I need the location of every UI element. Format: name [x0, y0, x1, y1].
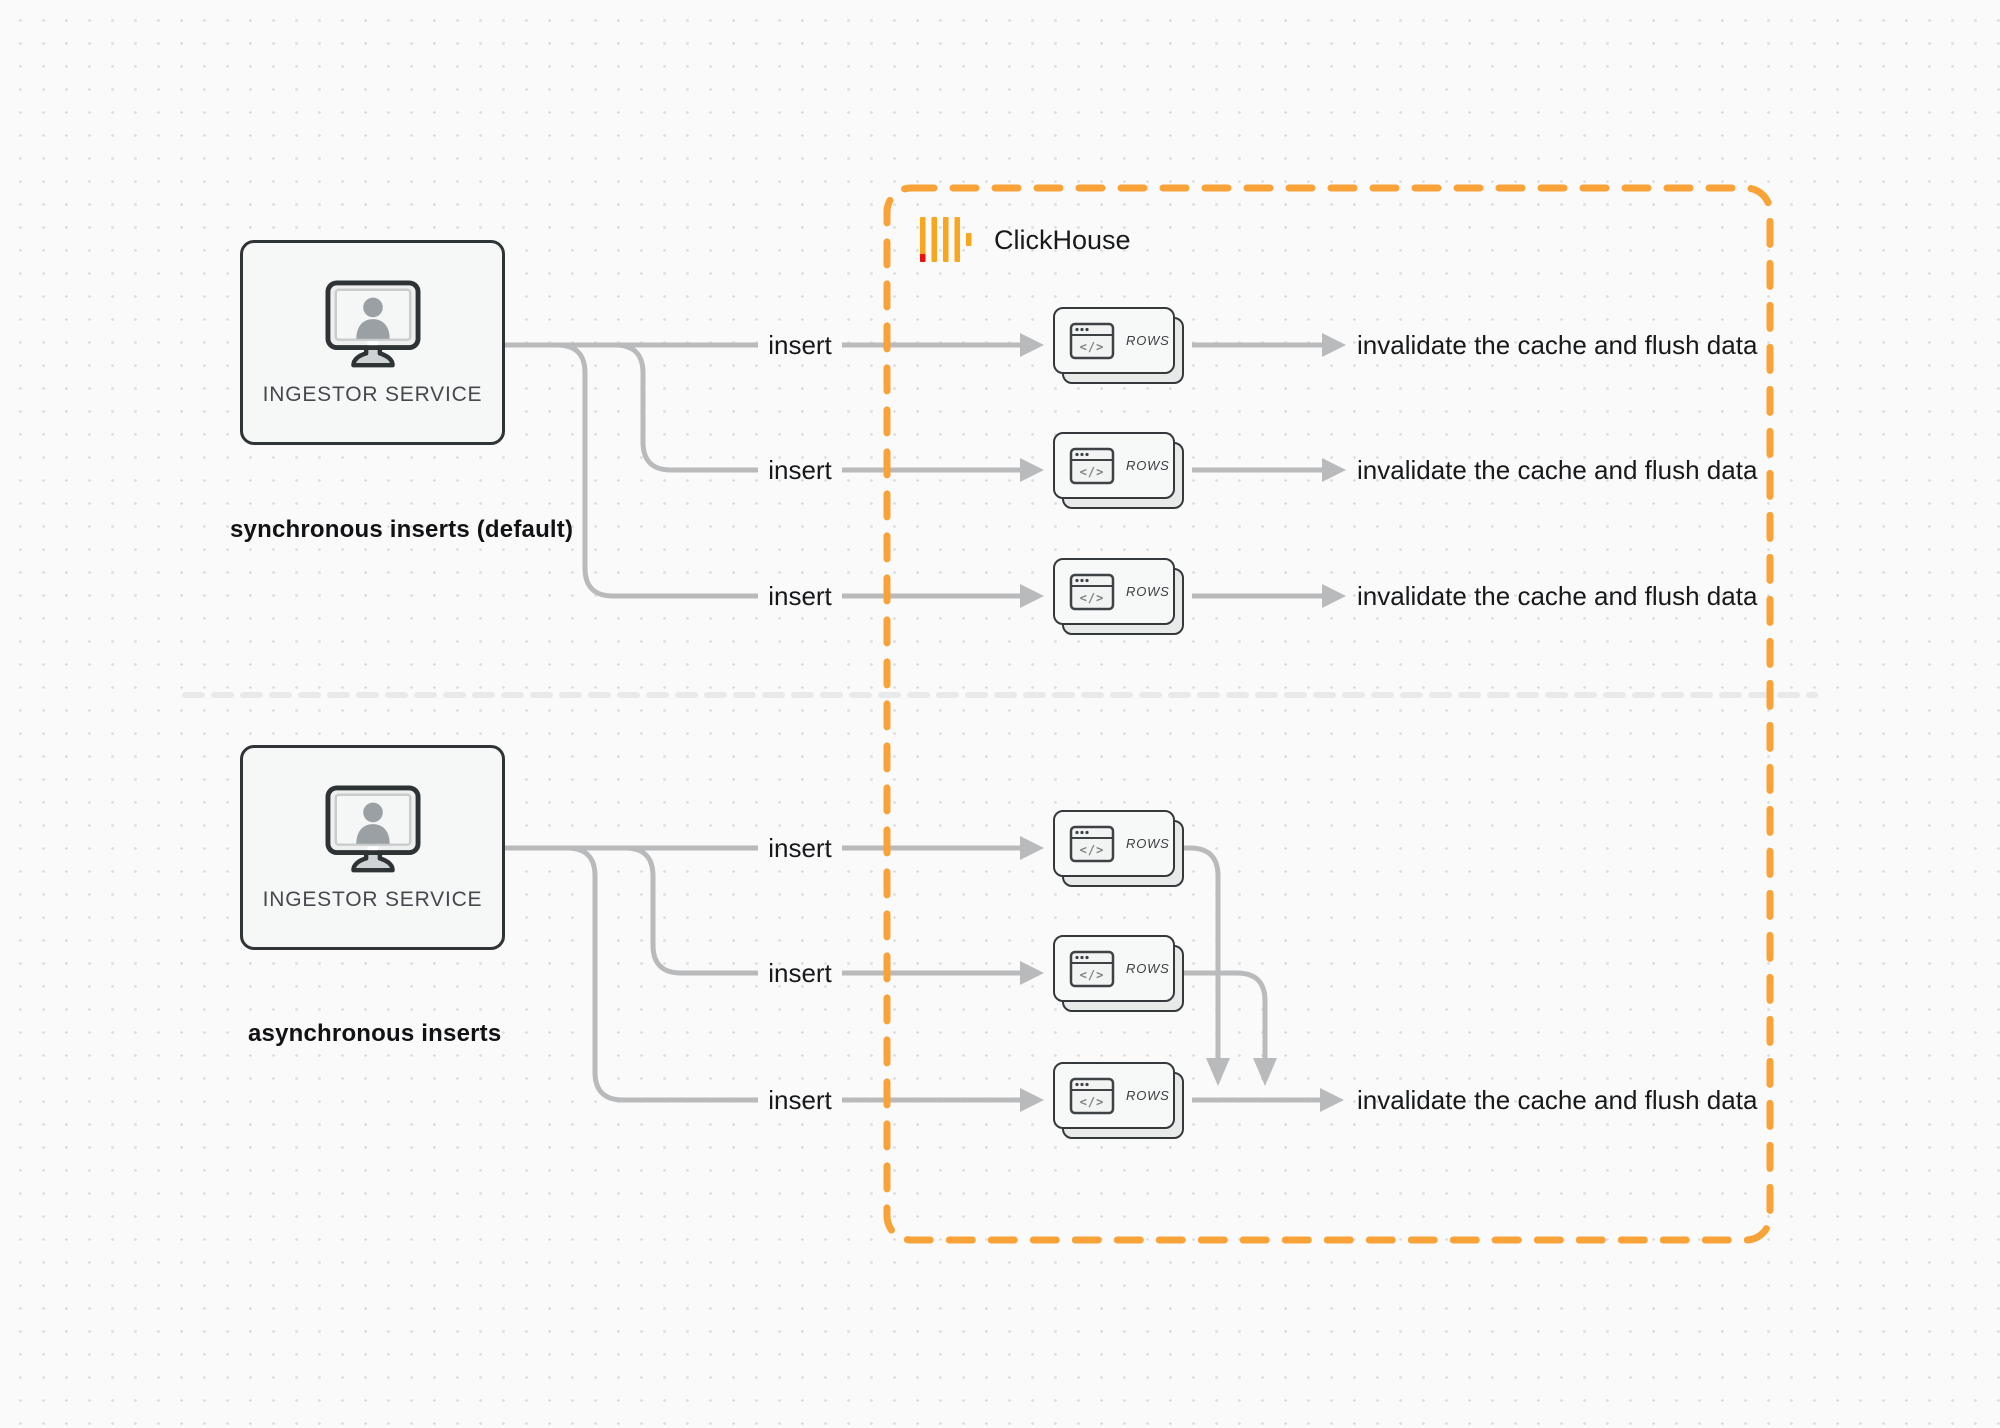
arrowhead-right — [1020, 458, 1044, 482]
svg-text:</>: </> — [1080, 340, 1105, 354]
rows-buffer-card: </> ROWS — [1053, 432, 1184, 509]
rows-buffer-card: </> ROWS — [1053, 935, 1184, 1012]
rows-buffer-card: </> ROWS — [1053, 558, 1184, 635]
ingestor-service-box-sync: INGESTOR SERVICE — [240, 240, 505, 445]
async-branch-row2 — [624, 845, 758, 976]
arrowhead-right — [1020, 333, 1044, 357]
clickhouse-logo: ClickHouse — [918, 214, 1131, 266]
card-front: </> ROWS — [1053, 307, 1175, 374]
svg-text:</>: </> — [1080, 843, 1105, 857]
arrowhead-right — [1322, 333, 1346, 357]
rows-buffer-card: </> ROWS — [1053, 810, 1184, 887]
clickhouse-bars-icon — [920, 217, 972, 262]
clickhouse-title: ClickHouse — [994, 224, 1131, 255]
arrowhead-right — [1320, 1088, 1344, 1112]
browser-window-icon: </> — [1069, 1077, 1115, 1114]
monitor-user-icon — [325, 279, 420, 367]
rows-buffer-card: </> ROWS — [1053, 1062, 1184, 1139]
result-label: invalidate the cache and flush data — [1357, 455, 1758, 485]
browser-window-icon: </> — [1069, 322, 1115, 359]
rows-label: ROWS — [1126, 961, 1170, 976]
svg-text:</>: </> — [1080, 1095, 1105, 1109]
monitor-user-icon — [325, 784, 420, 872]
clickhouse-boundary-box — [883, 184, 1774, 1244]
arrowhead-right — [1020, 836, 1044, 860]
svg-text:</>: </> — [1080, 591, 1105, 605]
async-section-caption: asynchronous inserts — [248, 1020, 502, 1047]
result-label: invalidate the cache and flush data — [1357, 330, 1758, 360]
rows-label: ROWS — [1126, 333, 1170, 348]
browser-window-icon: </> — [1069, 950, 1115, 987]
card-front: </> ROWS — [1053, 432, 1175, 499]
svg-text:</>: </> — [1080, 465, 1105, 479]
arrowhead-right — [1020, 961, 1044, 985]
async-flush-conn-1 — [1183, 845, 1221, 1058]
rows-label: ROWS — [1126, 836, 1170, 851]
insert-label: insert — [768, 581, 832, 611]
rows-label: ROWS — [1126, 1088, 1170, 1103]
async-flush-conn-2 — [1183, 970, 1268, 1058]
result-label: invalidate the cache and flush data — [1357, 1085, 1758, 1115]
card-front: </> ROWS — [1053, 935, 1175, 1002]
arrowhead-right — [1322, 458, 1346, 482]
browser-window-icon: </> — [1069, 825, 1115, 862]
sync-branch-row2 — [614, 342, 758, 473]
arrowheads — [1020, 333, 1346, 1112]
arrowhead-down — [1206, 1058, 1230, 1086]
svg-text:</>: </> — [1080, 968, 1105, 982]
arrowhead-right — [1020, 584, 1044, 608]
browser-window-icon: </> — [1069, 573, 1115, 610]
card-front: </> ROWS — [1053, 1062, 1175, 1129]
rows-label: ROWS — [1126, 458, 1170, 473]
arrowhead-down — [1253, 1058, 1277, 1086]
gray-connectors — [505, 342, 1322, 1103]
card-front: </> ROWS — [1053, 558, 1175, 625]
card-front: </> ROWS — [1053, 810, 1175, 877]
sync-branch-row3 — [556, 342, 758, 599]
sync-section-caption: synchronous inserts (default) — [230, 516, 574, 543]
async-branch-row3 — [566, 845, 758, 1103]
ingestor-service-label: INGESTOR SERVICE — [262, 887, 483, 911]
rows-buffer-card: </> ROWS — [1053, 307, 1184, 384]
insert-label: insert — [768, 958, 832, 988]
result-label: invalidate the cache and flush data — [1357, 581, 1758, 611]
arrowhead-right — [1020, 1088, 1044, 1112]
insert-label: insert — [768, 1085, 832, 1115]
ingestor-service-box-async: INGESTOR SERVICE — [240, 745, 505, 950]
rows-label: ROWS — [1126, 584, 1170, 599]
insert-label: insert — [768, 330, 832, 360]
insert-label: insert — [768, 833, 832, 863]
arrowhead-right — [1322, 584, 1346, 608]
insert-label: insert — [768, 455, 832, 485]
ingestor-service-label: INGESTOR SERVICE — [262, 382, 483, 406]
browser-window-icon: </> — [1069, 447, 1115, 484]
